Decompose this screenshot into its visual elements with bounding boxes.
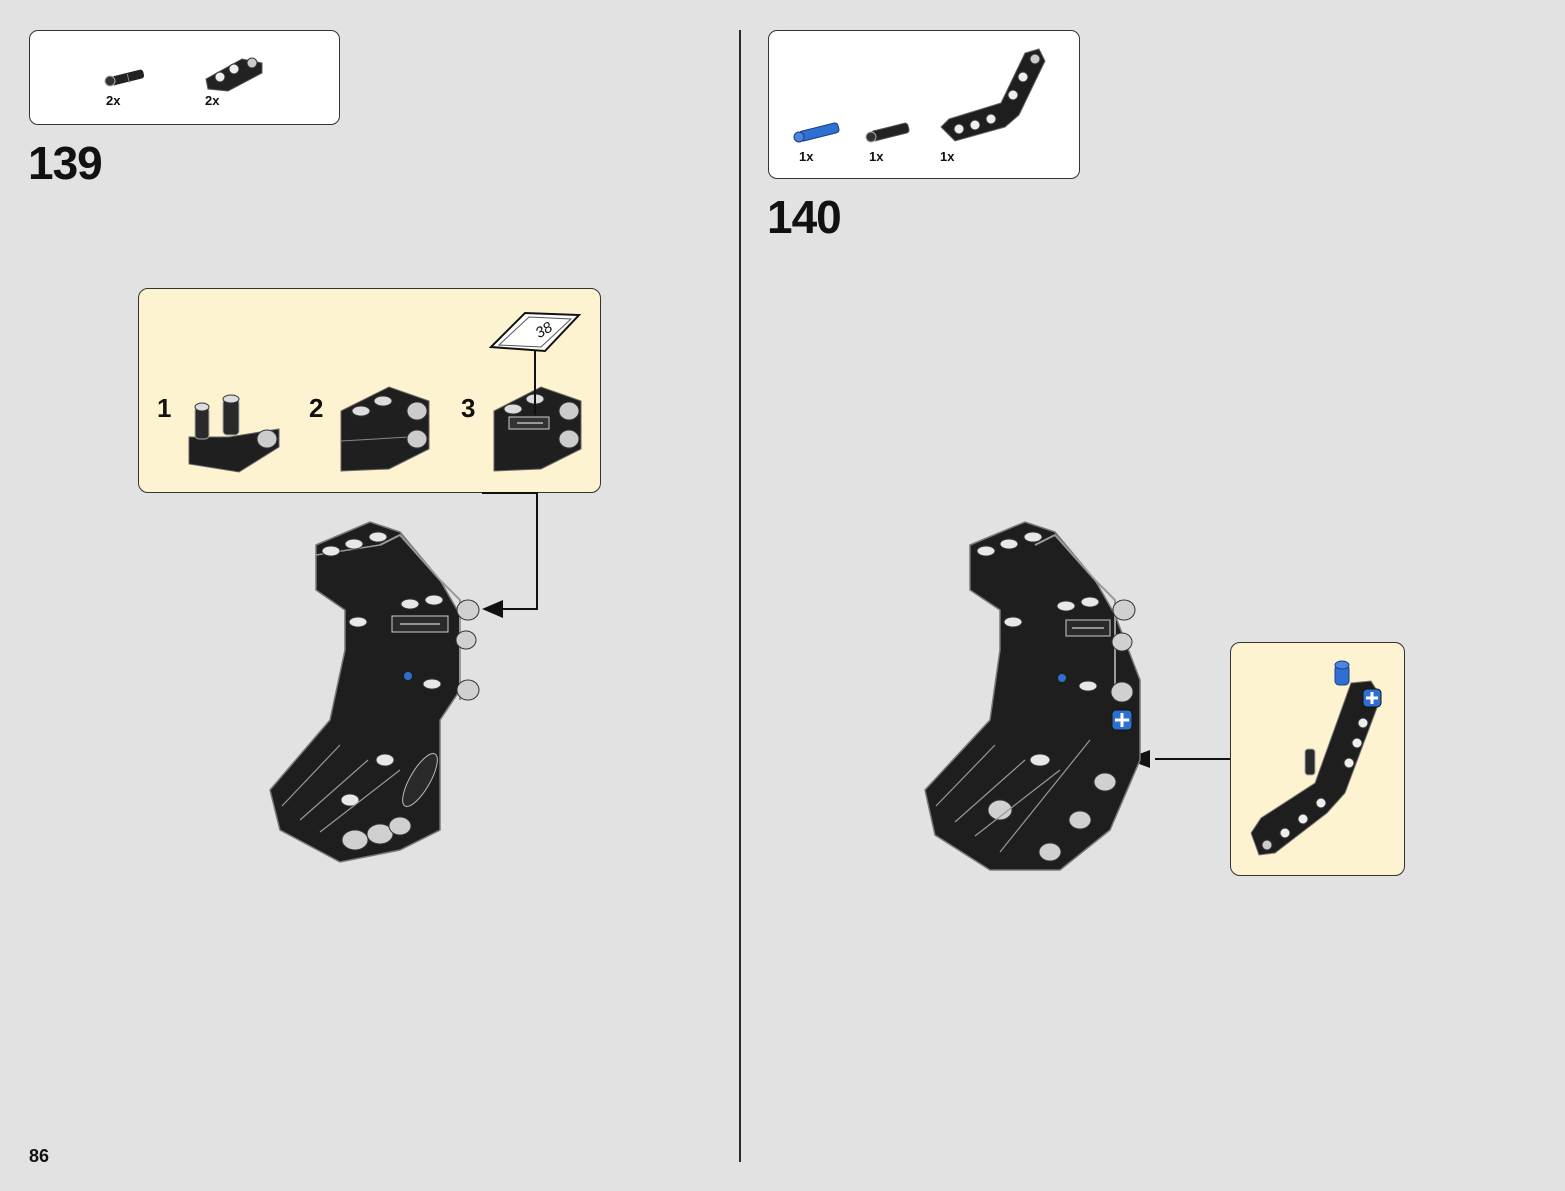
- black-friction-pin-icon: [865, 122, 910, 143]
- substep-number: 1: [157, 393, 172, 423]
- substep-number: 3: [461, 393, 476, 423]
- stacked-beams-icon: [340, 386, 430, 472]
- parts-list-140: 1x 1x 1x: [768, 30, 1080, 179]
- angled-beam-icon: [940, 48, 1046, 142]
- part-qty: 2x: [205, 93, 220, 108]
- subassembly-callout: 1 2 3: [138, 288, 601, 493]
- part-qty: 1x: [869, 149, 884, 164]
- beam-with-pins-icon: [188, 394, 280, 473]
- substep-number: 2: [309, 393, 324, 423]
- page-divider: [739, 30, 741, 1162]
- part-qty: 2x: [106, 93, 121, 108]
- blue-axle-pin-icon: [793, 122, 840, 143]
- angled-beam-with-pins-icon: [1250, 660, 1382, 856]
- sticker-icon: [488, 311, 582, 353]
- step-number: 139: [28, 137, 103, 189]
- stickered-beams-icon: [493, 347, 582, 472]
- part-qty: 1x: [940, 149, 955, 164]
- page-number: 86: [29, 1146, 50, 1166]
- part-qty: 1x: [799, 149, 814, 164]
- step-number: 140: [767, 191, 842, 243]
- subassembly-callout: [1230, 642, 1405, 876]
- short-axle-pin-icon: [104, 69, 145, 87]
- parts-list-139: 2x 2x: [29, 30, 340, 125]
- double-beam-block-icon: [205, 57, 263, 92]
- sticker-number: 38: [533, 319, 557, 342]
